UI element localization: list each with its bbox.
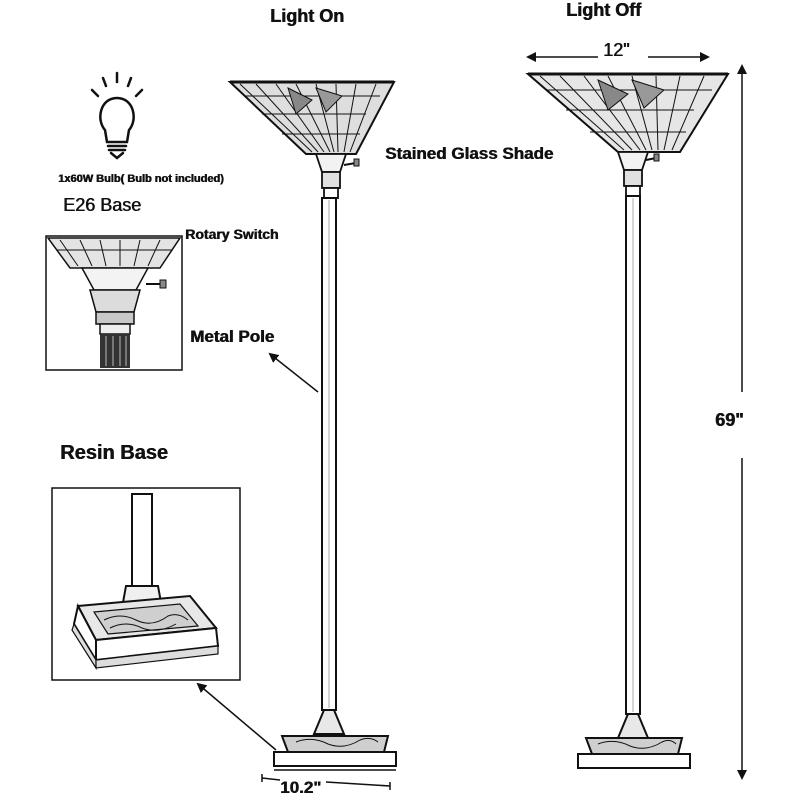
label-rotary-switch: Rotary Switch	[185, 226, 279, 242]
dimension-base-width: 10.2"	[280, 778, 322, 797]
light-bulb-icon	[90, 71, 144, 160]
resin-base-detail-inset	[51, 487, 241, 681]
switch-detail-inset	[45, 235, 183, 371]
label-bulb-spec: 1x60W Bulb( Bulb not included)	[58, 173, 224, 185]
label-stained-glass-shade: Stained Glass Shade	[385, 144, 554, 163]
dimension-height: 69"	[715, 410, 744, 430]
label-resin-base: Resin Base	[60, 442, 168, 464]
dimension-lines	[261, 52, 747, 790]
floor-lamp-illustration	[227, 80, 397, 771]
dimension-shade-width: 12"	[603, 40, 630, 60]
floor-lamp-illustration-off	[525, 72, 730, 769]
title-light-on: Light On	[270, 6, 344, 26]
label-e26-base: E26 Base	[63, 195, 142, 215]
pointer-arrows	[196, 352, 319, 751]
title-light-off: Light Off	[566, 0, 641, 20]
label-metal-pole: Metal Pole	[190, 327, 275, 346]
